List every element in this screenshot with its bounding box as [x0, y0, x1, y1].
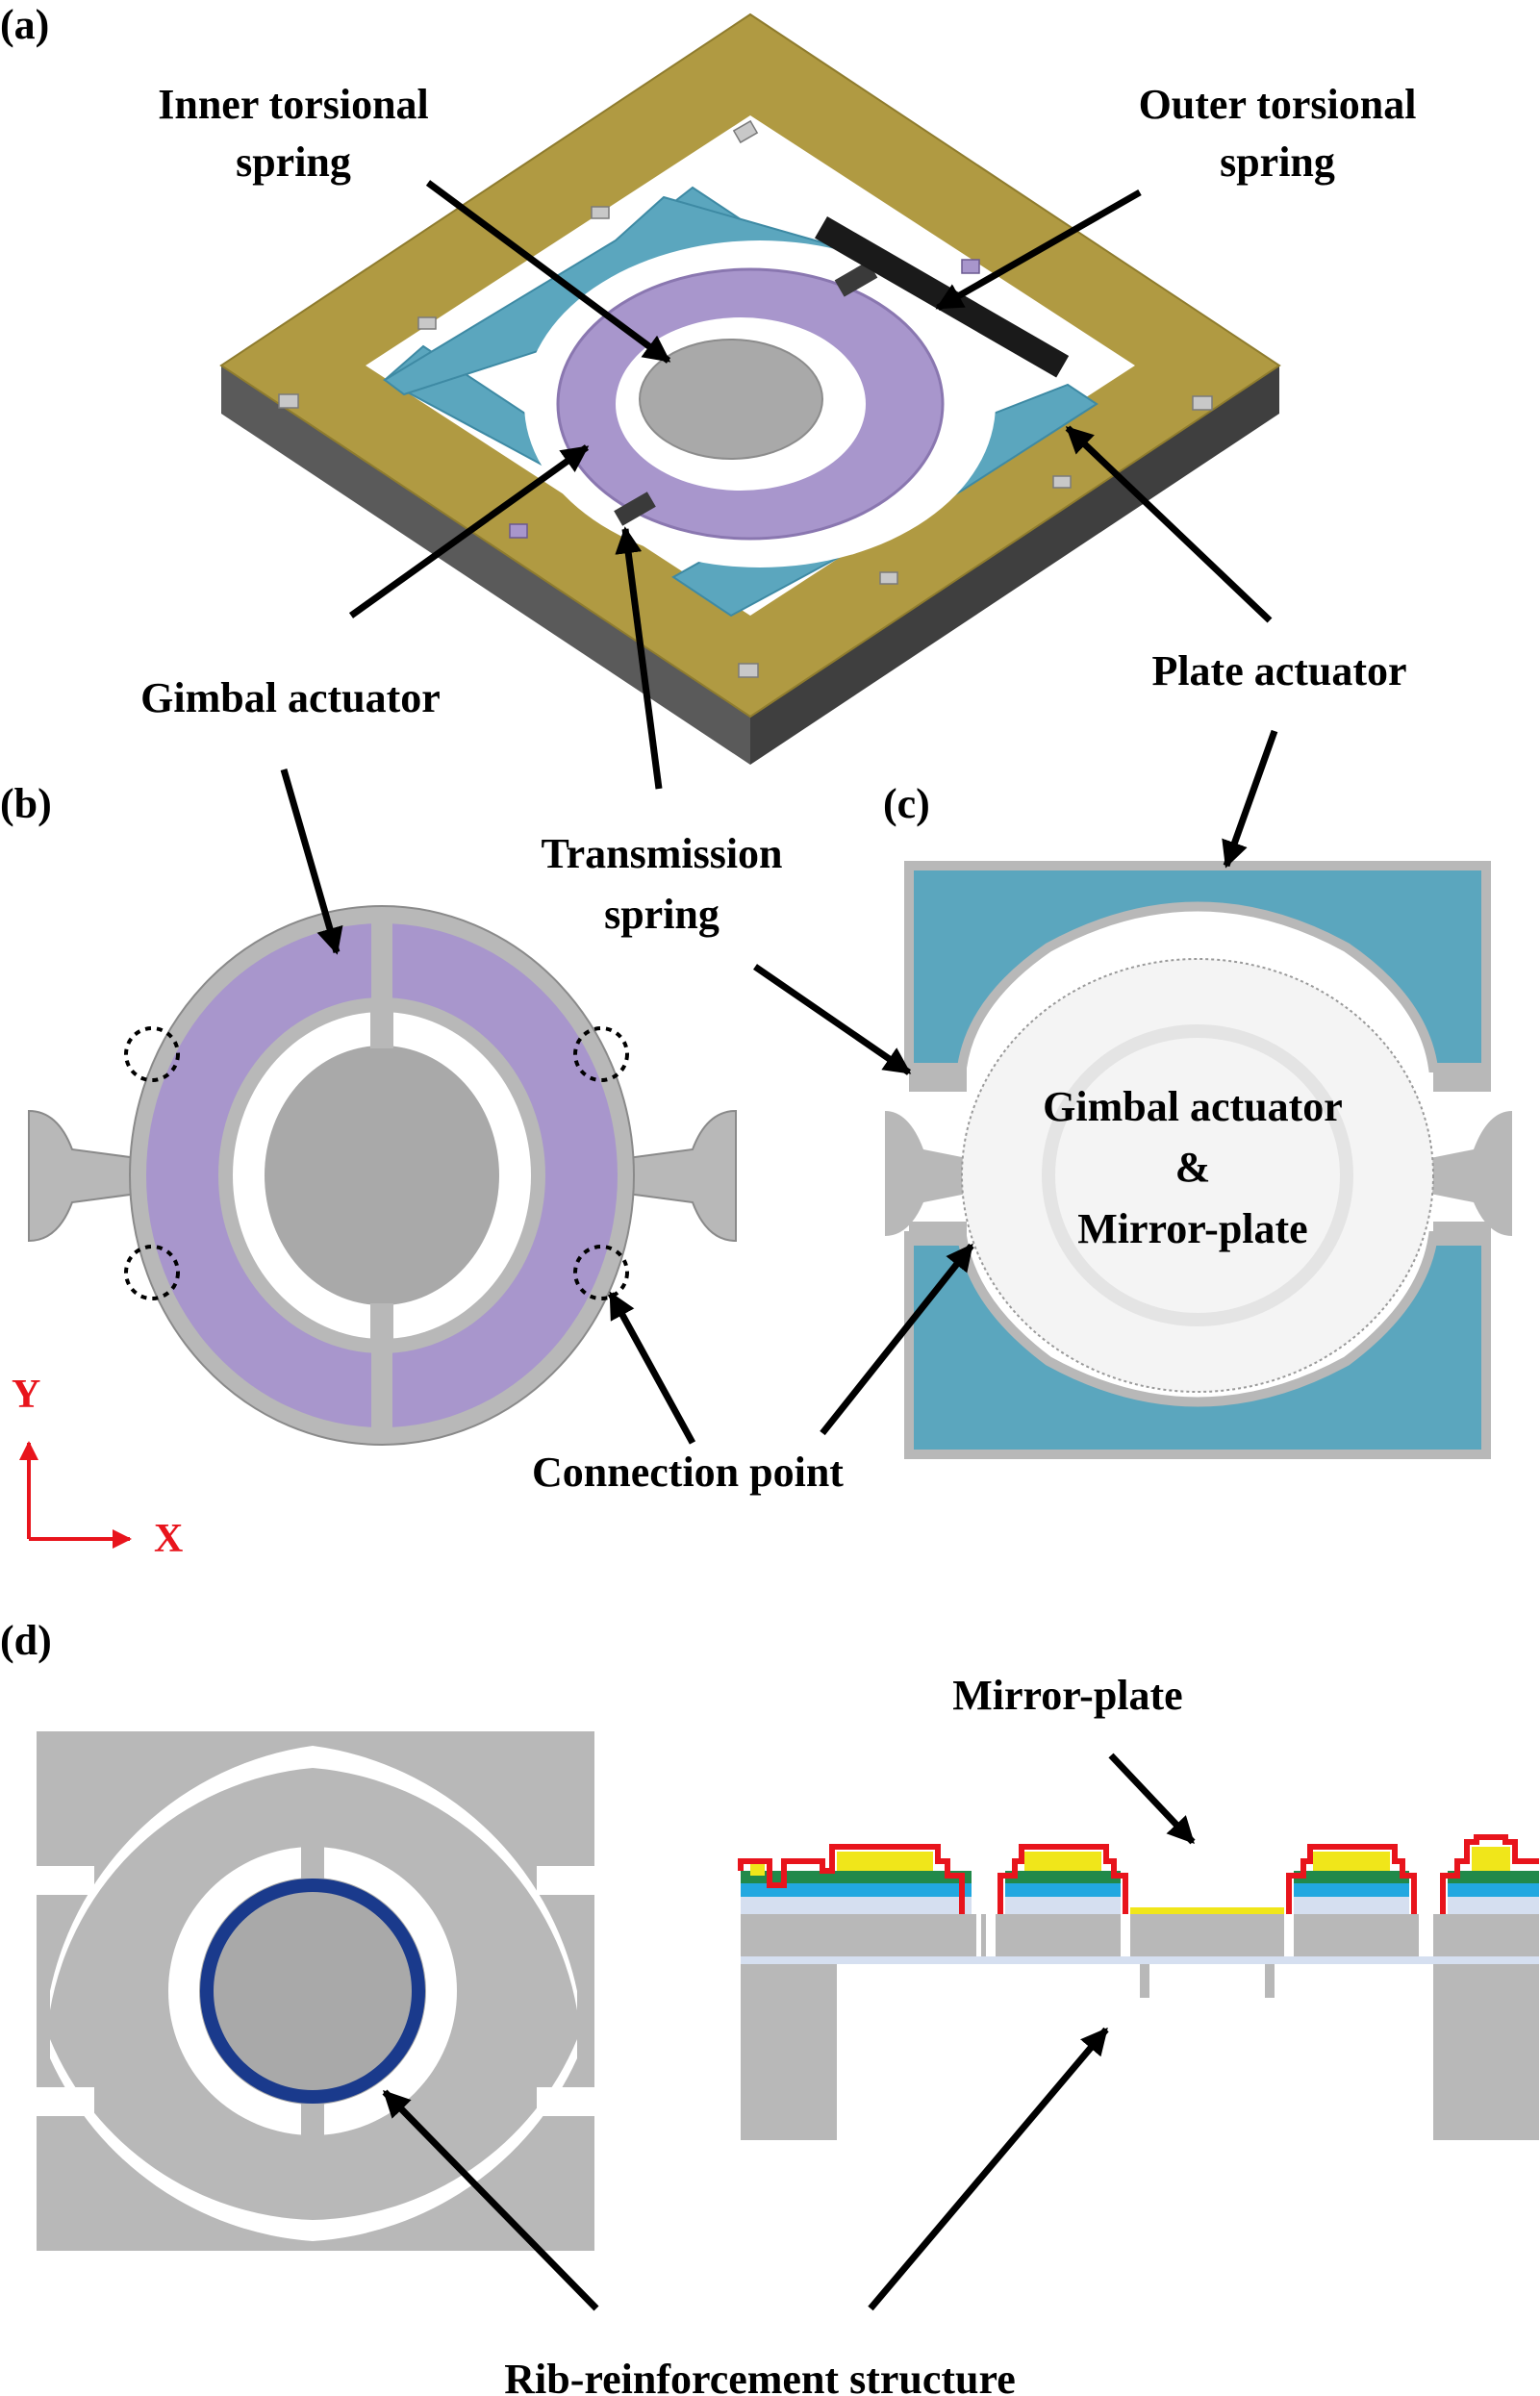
chip-side-right	[750, 366, 1279, 765]
backside-ring-cutout-bottom	[50, 2039, 577, 2241]
inner-spring-top-b	[370, 1010, 393, 1048]
backside-slot-l1	[37, 1866, 94, 1895]
actuator-stack-4	[1440, 1834, 1539, 1914]
panel-c-label: (c)	[883, 780, 930, 827]
panel-a: (a)	[0, 1, 1416, 938]
mirror-metal	[1130, 1907, 1284, 1914]
label-gimbal-mirror-1: Gimbal actuator	[1043, 1083, 1343, 1130]
gimbal-mirror-faint-ring	[1042, 1024, 1353, 1326]
label-inner-spring-2: spring	[236, 139, 351, 186]
mirror-plate-b	[265, 1046, 499, 1305]
panel-b-label: (b)	[0, 780, 52, 827]
mirror-plate-3d	[639, 339, 823, 460]
gimbal-tab-left	[28, 1109, 145, 1243]
actuator-stack-1	[738, 1844, 972, 1914]
label-gimbal-mirror-2: &	[1175, 1144, 1211, 1191]
panel-b: (b) Y X Con	[0, 769, 844, 1561]
label-connection-point: Connection point	[532, 1449, 844, 1496]
purple-pads	[509, 259, 980, 539]
panel-d: (d)	[0, 1617, 1539, 2396]
label-outer-spring-1: Outer torsional	[1139, 81, 1417, 128]
backside-mirror	[199, 1878, 426, 2105]
panel-d-label: (d)	[0, 1617, 52, 1664]
label-rib-structure: Rib-reinforcement structure	[504, 2356, 1016, 2396]
label-transmission-1: Transmission	[541, 830, 782, 877]
rib-ring	[200, 1879, 425, 2104]
label-mirror-plate: Mirror-plate	[952, 1672, 1182, 1719]
plate-tab-left	[885, 1111, 972, 1236]
gimbal-tab-right	[619, 1109, 737, 1243]
backside-spring-top	[301, 1845, 324, 1879]
chip-side-left	[221, 366, 750, 765]
arrows-b	[280, 769, 696, 1445]
inner-spring-bottom-b	[370, 1303, 393, 1342]
backside-slot-r2	[537, 2087, 594, 2116]
label-outer-spring-2: spring	[1220, 139, 1335, 186]
connection-points	[124, 1026, 629, 1300]
xy-axes	[19, 1441, 132, 1549]
plate-actuator-bottom-c	[904, 1231, 1491, 1459]
axis-x-label: X	[154, 1517, 183, 1561]
label-gimbal-mirror-3: Mirror-plate	[1077, 1205, 1307, 1252]
backside-slot-r1	[537, 1866, 594, 1895]
label-transmission-2: spring	[604, 891, 720, 938]
springs-3d	[614, 261, 878, 526]
panel-a-label: (a)	[0, 1, 49, 48]
plate-actuator-top-c	[904, 861, 1491, 1072]
arrows-d	[382, 1753, 1196, 2311]
arrows-c	[753, 729, 1278, 1436]
label-gimbal-actuator: Gimbal actuator	[140, 674, 441, 721]
backside-ring-cutout	[50, 1746, 577, 2010]
gimbal-mirror-overlay	[961, 958, 1434, 1393]
backside-spring-bottom	[301, 2104, 324, 2137]
transmission-springs-c	[909, 1068, 1491, 1246]
label-plate-actuator: Plate actuator	[1151, 647, 1406, 694]
cross-section	[738, 1834, 1539, 2140]
label-inner-spring-1: Inner torsional	[158, 81, 429, 128]
actuator-stack-2	[997, 1844, 1128, 1914]
arrows-a	[348, 180, 1273, 790]
axis-y-label: Y	[12, 1373, 40, 1417]
bond-pads	[278, 119, 1213, 678]
actuator-stack-3	[1286, 1844, 1417, 1914]
backside-slot-l2	[37, 2087, 94, 2116]
plate-tab-right	[1426, 1111, 1512, 1236]
panel-c: (c) Gimbal actuator & Mirror-plate	[753, 729, 1512, 1459]
